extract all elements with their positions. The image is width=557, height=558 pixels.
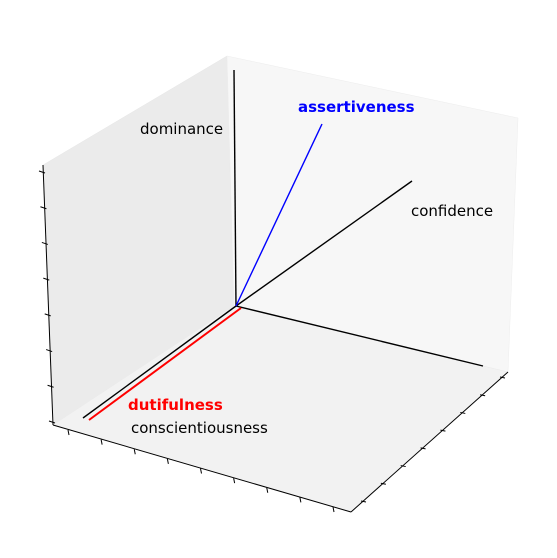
tick-mark — [67, 429, 70, 436]
tick-mark — [400, 465, 406, 468]
vector-line-assertiveness — [235, 123, 323, 307]
label-conscientiousness: conscientiousness — [131, 419, 268, 437]
tick-mark — [44, 313, 51, 317]
tick-mark — [45, 349, 53, 353]
tick-mark — [233, 478, 236, 484]
tick-mark — [38, 170, 46, 174]
tick-mark — [420, 447, 426, 450]
label-dominance: dominance — [140, 120, 223, 138]
label-dutifulness: dutifulness — [128, 396, 223, 414]
tick-mark — [266, 487, 269, 493]
tick-mark — [133, 449, 136, 455]
tick-mark — [440, 429, 446, 432]
tick-mark — [40, 206, 47, 210]
vector-line-conscientiousness — [82, 305, 237, 419]
tick-mark — [48, 420, 56, 424]
tick-mark — [360, 500, 367, 503]
vector-line-axis — [235, 305, 484, 367]
label-confidence: confidence — [411, 202, 493, 220]
tick-mark — [166, 458, 169, 464]
tick-mark — [460, 411, 466, 414]
vector-line-dominance — [233, 69, 237, 307]
tick-mark — [499, 376, 506, 379]
tick-mark — [47, 384, 54, 388]
vector-line-dutifulness — [88, 307, 242, 421]
tick-mark — [100, 439, 103, 445]
vector-line-confidence — [235, 180, 413, 307]
tick-mark — [41, 241, 49, 245]
tick-mark — [43, 277, 50, 281]
tick-marks — [38, 170, 506, 513]
tick-mark — [200, 468, 202, 474]
label-assertiveness: assertiveness — [298, 98, 415, 116]
tick-mark — [299, 497, 302, 503]
tick-mark — [380, 482, 386, 485]
vector-lines — [82, 69, 484, 421]
axis-line-front-left — [52, 424, 352, 513]
tick-mark — [332, 506, 335, 513]
tick-mark — [480, 394, 486, 397]
